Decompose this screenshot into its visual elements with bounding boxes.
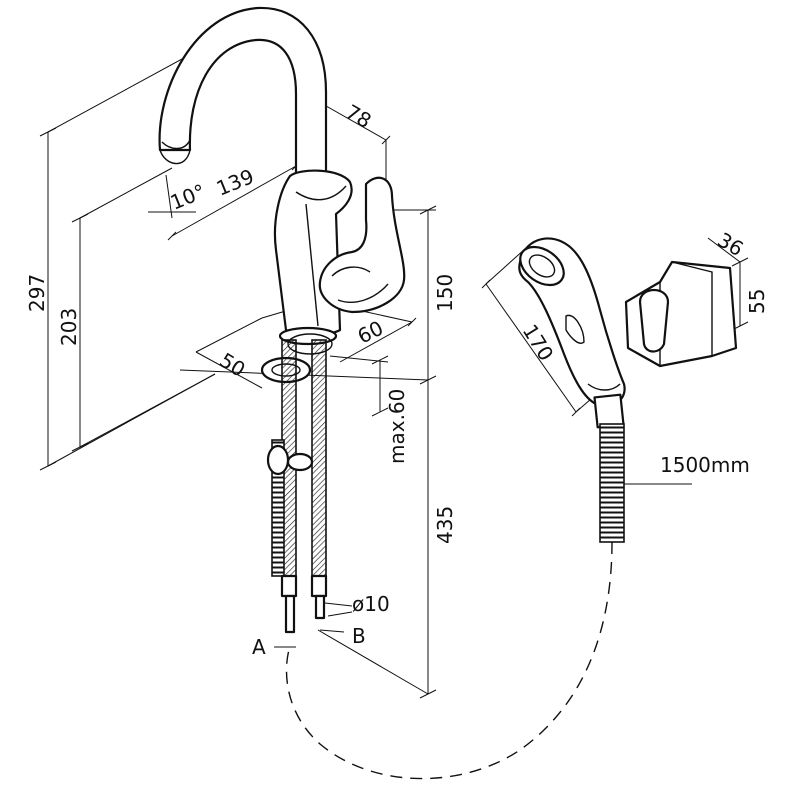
- lever-handle: [318, 176, 406, 314]
- label-spout-reach: 139: [213, 164, 257, 201]
- supply-hoses: [266, 339, 328, 634]
- dimension-labels: 297 203 10° 139 78 150 60 50 max.60 435 …: [25, 100, 769, 659]
- label-hose-length: 435: [433, 506, 457, 544]
- shower-hose: [285, 423, 625, 780]
- label-pipe-diameter: ø10: [352, 592, 390, 616]
- label-deck-thickness: max.60: [385, 389, 409, 464]
- label-base-width: 60: [354, 316, 387, 349]
- label-holder-width: 36: [714, 228, 748, 262]
- label-total-height: 297: [25, 274, 49, 312]
- label-spout-diameter: 78: [342, 100, 376, 134]
- label-shower-hose-length: 1500mm: [660, 453, 750, 477]
- label-base-depth: 50: [215, 348, 249, 382]
- wall-holder: [624, 260, 738, 368]
- label-connection-b: B: [352, 624, 366, 648]
- label-body-height: 150: [433, 274, 457, 312]
- label-spout-angle: 10°: [167, 179, 209, 215]
- label-spout-height: 203: [57, 308, 81, 346]
- hand-shower: [518, 237, 626, 429]
- label-holder-height: 55: [745, 289, 769, 314]
- faucet-spout: [158, 6, 328, 178]
- label-connection-a: A: [252, 635, 266, 659]
- dimension-lines: [39, 21, 749, 699]
